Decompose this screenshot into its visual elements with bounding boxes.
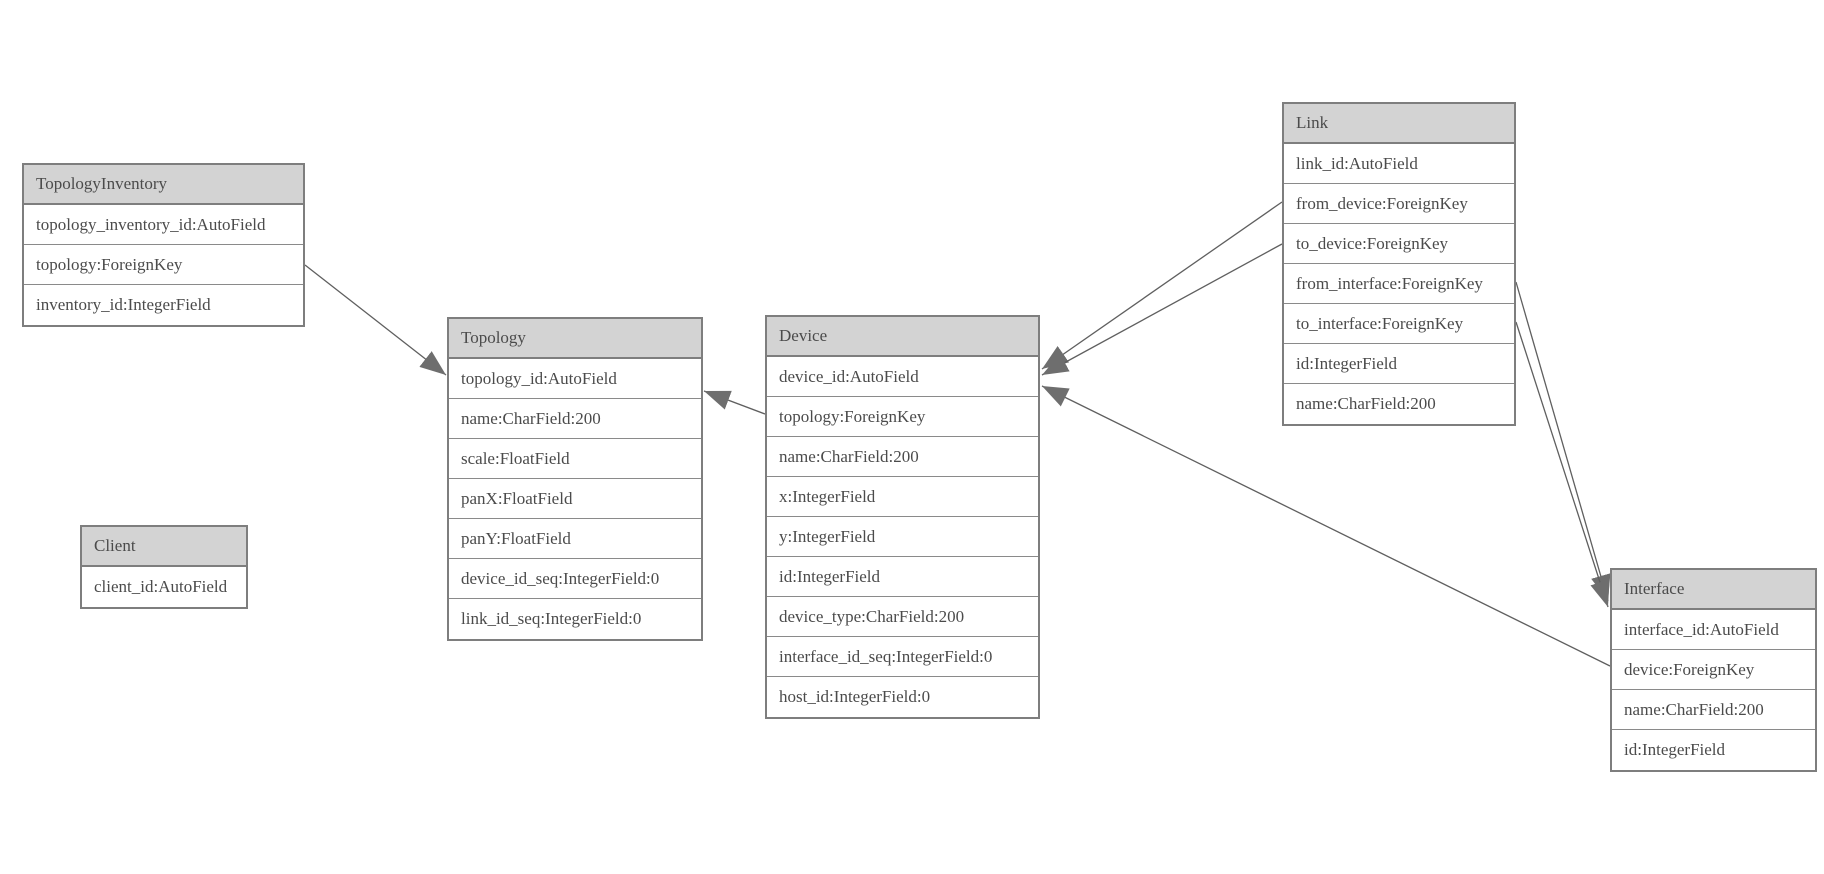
field-row: id:IntegerField (767, 557, 1038, 597)
field-row: name:CharField:200 (1284, 384, 1514, 424)
field-row: client_id:AutoField (82, 567, 246, 607)
entity-header: Topology (449, 319, 701, 359)
entity-header: Link (1284, 104, 1514, 144)
field-row: name:CharField:200 (449, 399, 701, 439)
entity-topology: Topology topology_id:AutoField name:Char… (447, 317, 703, 641)
relation-link-from-device (1041, 201, 1283, 370)
field-row: panY:FloatField (449, 519, 701, 559)
field-row: name:CharField:200 (767, 437, 1038, 477)
field-row: scale:FloatField (449, 439, 701, 479)
field-row: link_id:AutoField (1284, 144, 1514, 184)
entity-device: Device device_id:AutoField topology:Fore… (765, 315, 1040, 719)
entity-interface: Interface interface_id:AutoField device:… (1610, 568, 1817, 772)
field-row: from_device:ForeignKey (1284, 184, 1514, 224)
entity-header: Client (82, 527, 246, 567)
field-row: interface_id:AutoField (1612, 610, 1815, 650)
field-row: inventory_id:IntegerField (24, 285, 303, 325)
field-row: link_id_seq:IntegerField:0 (449, 599, 701, 639)
field-row: device:ForeignKey (1612, 650, 1815, 690)
field-row: topology_inventory_id:AutoField (24, 205, 303, 245)
relation-device-topology (703, 390, 766, 415)
entity-client: Client client_id:AutoField (80, 525, 248, 609)
field-row: topology:ForeignKey (24, 245, 303, 285)
field-row: device_id_seq:IntegerField:0 (449, 559, 701, 599)
entity-link: Link link_id:AutoField from_device:Forei… (1282, 102, 1516, 426)
relation-interface-device (1041, 385, 1611, 667)
field-row: x:IntegerField (767, 477, 1038, 517)
field-row: id:IntegerField (1612, 730, 1815, 770)
entity-header: Device (767, 317, 1038, 357)
entity-header: Interface (1612, 570, 1815, 610)
field-row: to_interface:ForeignKey (1284, 304, 1514, 344)
field-row: panX:FloatField (449, 479, 701, 519)
field-row: to_device:ForeignKey (1284, 224, 1514, 264)
relation-link-from-interface (1515, 281, 1611, 602)
field-row: device_id:AutoField (767, 357, 1038, 397)
field-row: from_interface:ForeignKey (1284, 264, 1514, 304)
entity-topologyinventory: TopologyInventory topology_inventory_id:… (22, 163, 305, 327)
field-row: y:IntegerField (767, 517, 1038, 557)
field-row: host_id:IntegerField:0 (767, 677, 1038, 717)
field-row: id:IntegerField (1284, 344, 1514, 384)
field-row: topology:ForeignKey (767, 397, 1038, 437)
relation-link-to-device (1041, 243, 1283, 376)
field-row: name:CharField:200 (1612, 690, 1815, 730)
field-row: topology_id:AutoField (449, 359, 701, 399)
field-row: interface_id_seq:IntegerField:0 (767, 637, 1038, 677)
relation-link-to-interface (1515, 321, 1610, 608)
entity-header: TopologyInventory (24, 165, 303, 205)
field-row: device_type:CharField:200 (767, 597, 1038, 637)
relation-topologyinventory-topology (304, 264, 447, 376)
